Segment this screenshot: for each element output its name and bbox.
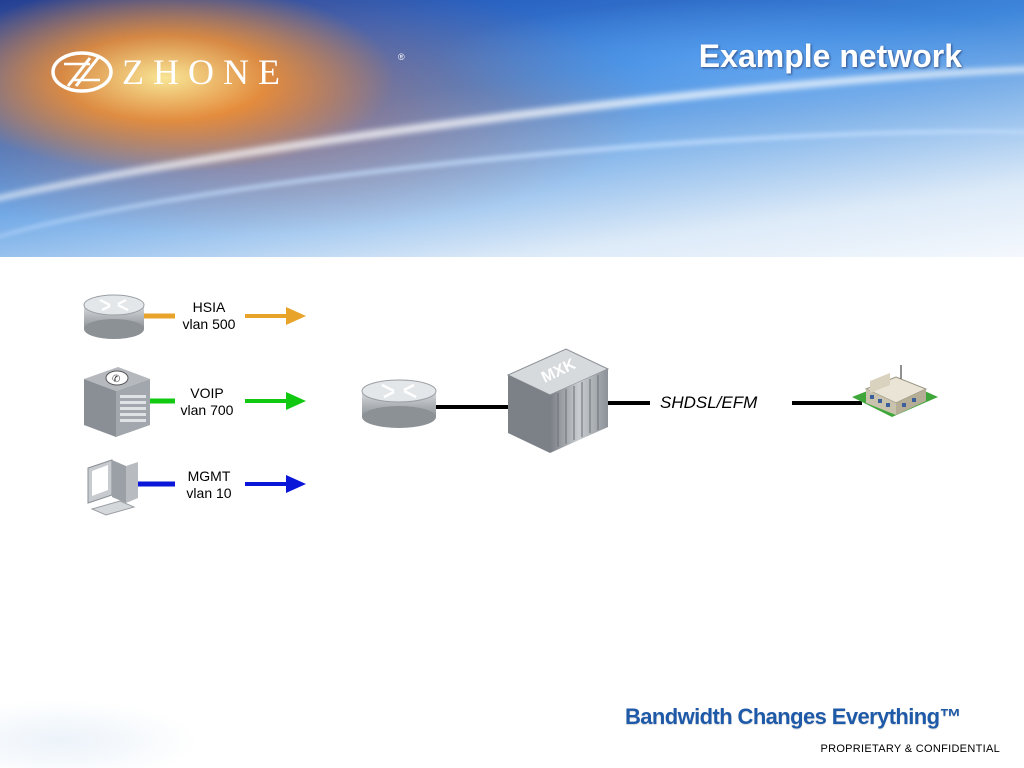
mgmt-service-name: MGMT: [187, 468, 231, 484]
network-diagram: ✆: [0, 257, 1024, 557]
zhone-logo-mark-icon: [51, 51, 113, 93]
logo-wordmark: ZHONE: [122, 52, 289, 92]
mgmt-vlan: vlan 10: [186, 485, 232, 501]
footer-corner-glow: [0, 700, 200, 768]
mgmt-arrow-head: [286, 475, 306, 493]
header-glow: [430, 0, 1024, 120]
voip-vlan: vlan 700: [180, 402, 234, 418]
voip-server-icon: ✆: [84, 367, 150, 437]
mgmt-label: MGMT vlan 10: [169, 468, 249, 502]
shdsl-efm-label: SHDSL/EFM: [660, 393, 758, 412]
mxk-chassis-icon: MXK: [506, 348, 610, 453]
diagram-connectors: ✆: [83, 294, 938, 516]
svg-text:✆: ✆: [112, 374, 120, 385]
hsia-arrow-head: [286, 307, 306, 325]
header-banner: ZHONE ® Example network: [0, 0, 1024, 257]
tagline: Bandwidth Changes Everything™: [625, 704, 961, 730]
voip-label: VOIP vlan 700: [167, 385, 247, 419]
customer-building-icon: [852, 365, 938, 417]
hsia-router-icon: [83, 294, 145, 339]
voip-service-name: VOIP: [190, 385, 224, 401]
confidential-footer: PROPRIETARY & CONFIDENTIAL: [820, 743, 1000, 755]
tagline-trademark: ™: [939, 704, 961, 729]
mgmt-computer-icon: [87, 459, 138, 516]
hsia-vlan: vlan 500: [182, 316, 236, 332]
voip-arrow-head: [286, 392, 306, 410]
page-title: Example network: [698, 38, 962, 74]
registered-mark: ®: [398, 52, 405, 62]
tagline-text: Bandwidth Changes Everything: [625, 704, 940, 729]
zhone-logo: ZHONE ®: [50, 50, 405, 94]
hsia-service-name: HSIA: [192, 299, 226, 315]
hsia-label: HSIA vlan 500: [169, 299, 249, 333]
aggregation-router-icon: [361, 379, 437, 428]
